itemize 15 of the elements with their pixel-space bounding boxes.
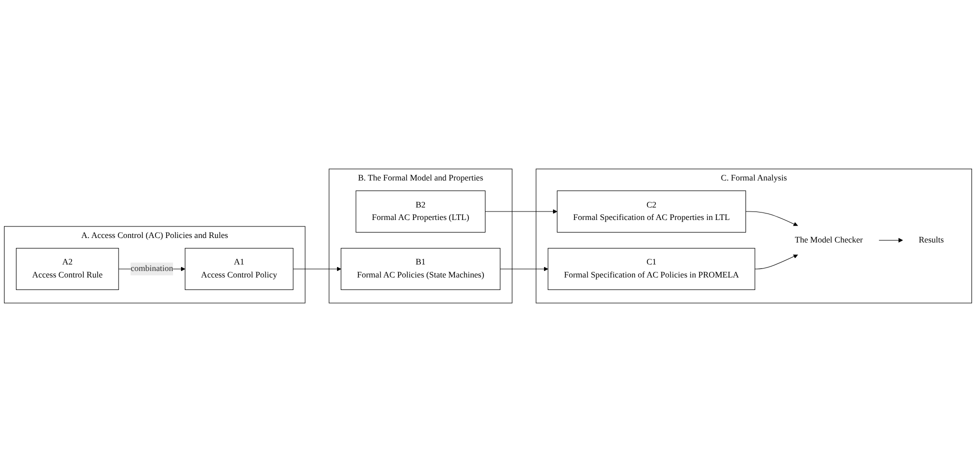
arrow	[878, 238, 903, 243]
arrow	[292, 266, 342, 272]
arrow	[754, 254, 798, 270]
edge-label: combination	[130, 264, 174, 274]
node-box: A1 Access Control Policy	[184, 248, 294, 290]
node-text: Results	[918, 235, 944, 245]
node-box: B2 Formal AC Properties (LTL)	[356, 190, 486, 233]
node-box: C2 Formal Specification of AC Properties in LTL	[556, 190, 746, 233]
node-box: B1 Formal AC Policies (State Machines)	[340, 248, 500, 290]
node-box: A2 Access Control Rule	[16, 248, 119, 290]
arrow	[500, 266, 548, 272]
node-text: The Model Checker	[794, 235, 863, 245]
arrow	[484, 209, 558, 214]
node-box: C1 Formal Specification of AC Policies in PROMELA	[548, 248, 756, 290]
arrow	[746, 211, 798, 226]
